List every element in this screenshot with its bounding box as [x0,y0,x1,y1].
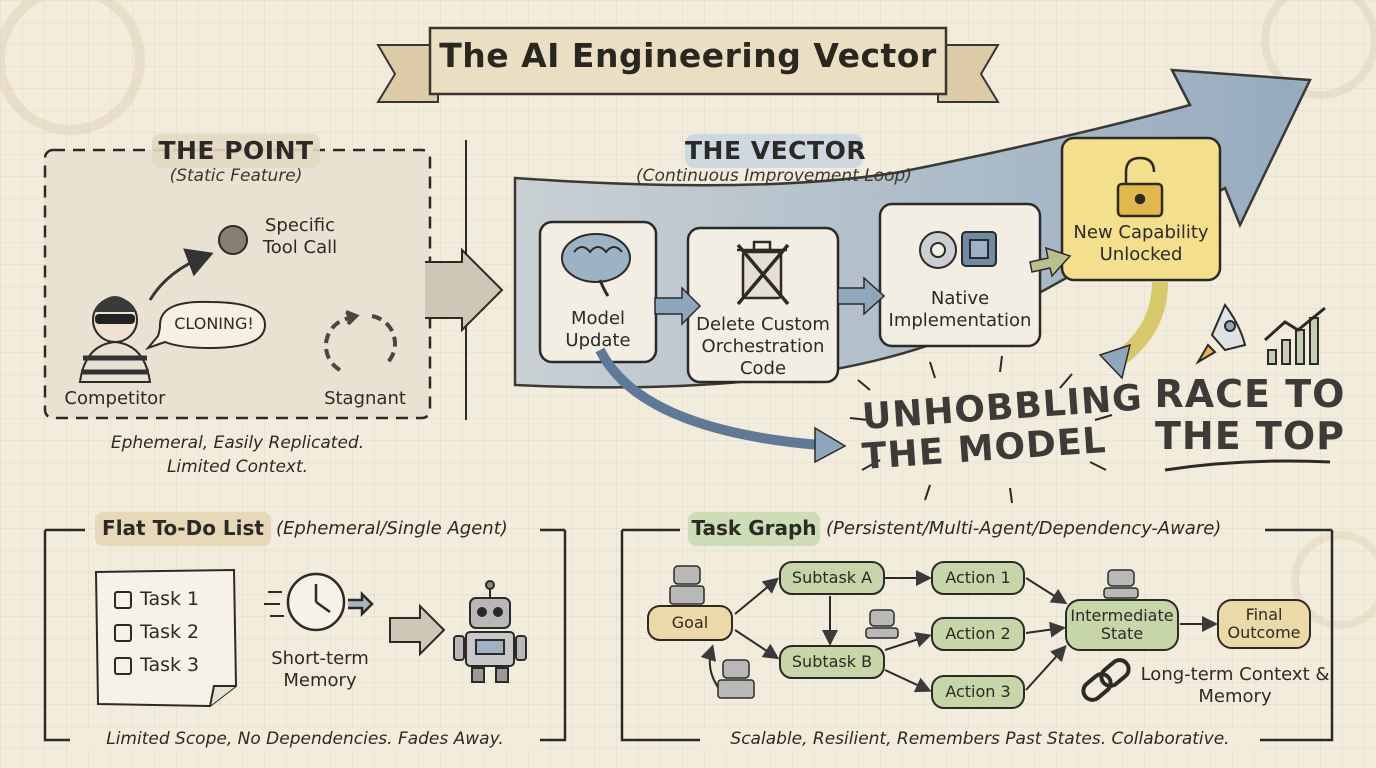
unhobbling-arrowhead [814,426,847,464]
model-update-to-unhobbling-arrow [595,347,821,450]
point-heading: THE POINT [158,136,314,165]
tool-call-label: Specific Tool Call [262,215,338,258]
task-item: Task 3 [140,654,200,676]
speech-bubble [144,300,267,351]
task-item: Task 1 [140,588,200,610]
gear-chip-icon [919,231,997,269]
crossed-out-trash-icon [736,240,790,306]
race-line2: THE TOP [1155,414,1345,458]
stagnant-label: Stagnant [324,388,406,409]
burst-lines [849,355,1113,504]
point-subheading: (Static Feature) [169,166,303,186]
rocket-icon [1195,303,1247,365]
stagnant-cycle-icon [323,310,397,372]
short-term-memory-label: Short-term Memory [271,648,369,691]
competitor-icon [78,296,152,383]
action-1-label: Action 1 [945,568,1011,587]
tool-call-node [218,225,248,255]
step-box-native [878,202,1042,348]
tool-call-arrow [148,248,214,301]
intermediate-state-node [1065,599,1179,651]
point-heading-highlight [152,134,320,168]
step-label-delete-code: Delete Custom Orchestration Code [696,314,830,379]
action-2-label: Action 2 [945,624,1011,643]
graph-edges [700,570,1218,693]
agent-robot-icon [717,659,755,699]
action-3-label: Action 3 [945,682,1011,701]
race-line1: RACE TO [1154,372,1346,416]
flat-list-heading-highlight [95,512,271,546]
long-term-memory-label: Long-term Context & Memory [1140,664,1330,707]
page-title: The AI Engineering Vector [439,36,937,75]
flat-list-caption: Limited Scope, No Dependencies. Fades Aw… [70,728,540,750]
step-arrow [1029,246,1072,278]
task-graph-caption: Scalable, Resilient, Remembers Past Stat… [700,728,1260,750]
subtask-b-label: Subtask B [791,652,873,671]
step-label-native: Native Implementation [888,288,1032,331]
clock-icon [264,572,374,632]
robot-icon [453,580,527,683]
task-graph-heading-highlight [688,512,820,546]
list-to-agent-arrow [389,603,446,657]
point-to-vector-arrow [425,247,504,333]
stain-mark [0,0,145,135]
step-arrow [654,286,702,326]
task-checkbox [114,624,132,642]
speech-text: CLONING! [174,314,254,333]
agent-robot-icon [669,565,705,605]
chain-link-icon [1081,658,1131,702]
loop-back-arrowhead [1098,343,1132,380]
point-caption-line1: Ephemeral, Easily Replicated. [110,433,365,453]
task-checkbox [114,657,132,675]
vector-heading: THE VECTOR [685,136,867,165]
task-item: Task 2 [140,621,200,643]
action-3-node [931,675,1025,709]
subtask-b-node [779,645,885,679]
step-arrow [837,276,886,316]
stain-mark [1291,531,1376,629]
point-caption-line2: Limited Context. [166,457,309,477]
competitor-label: Competitor [64,388,166,409]
flat-list-heading: Flat To-Do List [102,516,264,540]
flat-list-subheading: (Ephemeral/Single Agent) [276,518,508,539]
growth-chart-icon [1263,306,1326,365]
vector-heading-highlight [685,134,863,168]
task-graph-heading: Task Graph [691,516,817,540]
vector-subheading: (Continuous Improvement Loop) [636,166,912,186]
agent-robot-icon [865,609,899,639]
stain-mark [1261,0,1376,99]
subtask-a-node [779,561,885,595]
action-1-node [931,561,1025,595]
action-2-node [931,617,1025,651]
goal-label: Goal [671,613,709,632]
brain-icon [561,233,631,297]
goal-node [647,605,733,641]
unlocked-padlock-icon [1116,156,1164,218]
agent-robot-icon [1103,569,1139,599]
final-outcome-node [1217,599,1311,649]
task-graph-subheading: (Persistent/Multi-Agent/Dependency-Aware… [826,518,1222,539]
step-label-model-update: Model Update [565,308,631,351]
step-label-capability: New Capability Unlocked [1073,222,1209,265]
final-outcome-label: Final Outcome [1227,605,1301,642]
title-ribbon [376,26,1000,103]
subtask-a-label: Subtask A [791,568,873,587]
race-underline [1164,459,1331,472]
task-checkbox [114,591,132,609]
intermediate-state-label: Intermediate State [1070,606,1174,643]
